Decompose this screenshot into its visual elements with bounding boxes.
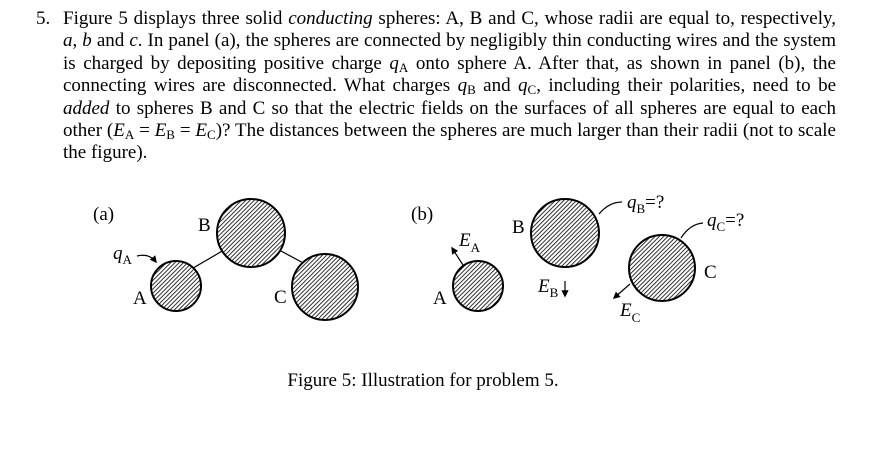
field-ea-arrow	[451, 246, 464, 266]
problem-text-part: . In panel (a), the spheres are connecte…	[63, 30, 836, 74]
field-ec-label: EC	[619, 300, 640, 325]
charge-qb-pointer	[598, 201, 623, 215]
problem-number: 5.	[36, 8, 51, 29]
field-ea-label: EA	[458, 230, 481, 255]
panel-a-label: (a)	[93, 204, 114, 225]
charge-qc-subscript: C	[527, 82, 537, 98]
problem-text-part: onto sphere A. After that, as shown in p…	[63, 52, 836, 97]
charge-deposit-arrow	[136, 254, 157, 264]
field-eb-label: EB	[537, 276, 559, 300]
sphere-b-label: B	[512, 217, 525, 238]
problem-text: 5. Figure 5 displays three solid conduct…	[36, 8, 836, 165]
sphere-a	[150, 260, 202, 312]
figure-caption: Figure 5: Illustration for problem 5.	[287, 370, 559, 391]
sphere-a-label: A	[133, 288, 147, 309]
panel-a: (a) B A C qA	[93, 198, 359, 321]
problem-text-part: , including their polarities, need to be	[536, 75, 837, 97]
emphasis-conducting: conducting	[288, 8, 373, 29]
radius-a: a	[63, 30, 73, 52]
radius-c: c	[129, 30, 138, 52]
charge-qa-symbol: q	[389, 52, 399, 74]
problem-body: Figure 5 displays three solid conducting…	[63, 8, 836, 165]
sphere-a	[452, 260, 504, 312]
charge-qb-subscript: B	[467, 82, 476, 98]
problem-text-part: to spheres B and C so that the electric …	[63, 97, 836, 142]
field-ea-symbol: E	[113, 120, 125, 142]
field-ea-subscript: A	[124, 127, 135, 143]
equals-sign: =	[174, 120, 196, 142]
charge-qa-label: qA	[113, 243, 133, 267]
sphere-b	[530, 198, 600, 268]
sphere-b-label: B	[198, 215, 211, 236]
field-eb-symbol: E	[154, 120, 167, 142]
problem-text-part: Figure 5 displays three solid	[63, 8, 289, 29]
panel-b: (b) A B C EA EB EC qB=? qC=?	[411, 192, 744, 325]
problem-text-part: ,	[72, 30, 83, 52]
sphere-c-label: C	[704, 262, 717, 283]
problem-text-part: and	[91, 30, 130, 52]
field-ec-subscript: C	[207, 127, 216, 143]
sphere-c	[291, 253, 359, 321]
problem-text-part: and	[475, 75, 519, 97]
radius-b: b	[82, 30, 92, 52]
emphasis-added: added	[63, 97, 110, 119]
equals-sign: =	[134, 120, 155, 142]
charge-qb-symbol: q	[457, 75, 468, 97]
charge-qc-pointer	[680, 222, 704, 239]
sphere-c-label: C	[274, 287, 287, 308]
sphere-a-label: A	[433, 288, 447, 309]
sphere-b	[216, 198, 286, 268]
charge-qc-symbol: q	[518, 75, 528, 97]
field-ec-symbol: E	[195, 120, 208, 142]
panel-b-label: (b)	[411, 204, 433, 225]
charge-qc-label: qC=?	[707, 210, 744, 234]
charge-qa-subscript: A	[398, 59, 409, 75]
field-ec-arrow	[612, 283, 631, 299]
problem-text-part: spheres: A, B and C, whose radii are equ…	[372, 8, 836, 29]
sphere-c	[628, 234, 696, 302]
problem-text-part: )? The distances between the spheres are…	[63, 120, 836, 164]
charge-qb-label: qB=?	[627, 192, 664, 216]
field-eb-subscript: B	[166, 127, 175, 143]
